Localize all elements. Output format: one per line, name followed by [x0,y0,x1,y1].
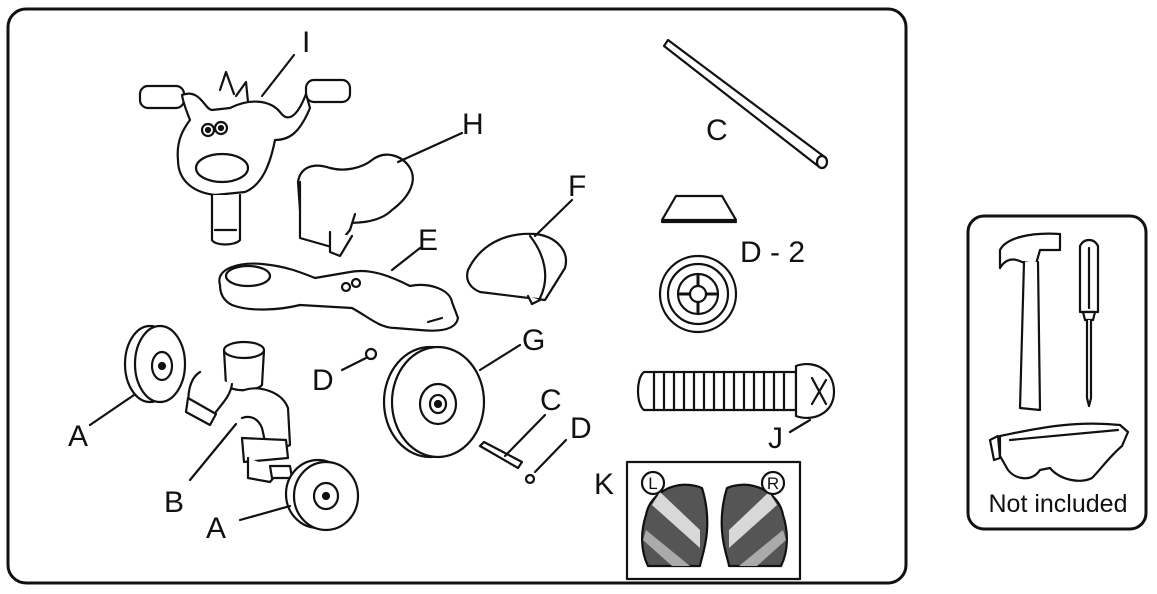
frame-nut-part-d [340,347,378,372]
label-k: K [594,468,614,501]
axle-nut-part-d [524,438,568,485]
safety-glasses-icon [988,422,1130,482]
label-a-bottom: A [206,512,226,545]
handlebar-head-part-i [138,53,352,246]
not-included-note: Not included [989,490,1128,518]
cover-part-f [466,198,574,306]
label-c-axle: C [540,384,562,417]
bolt-part-j [636,362,836,434]
body-frame-part-e [218,246,460,332]
label-i: I [302,26,310,59]
rear-axle-frame-part-b [184,340,294,484]
decals-part-k [625,460,802,581]
label-e: E [418,224,438,257]
label-a-left: A [68,420,88,453]
front-wheel-part-g [382,343,522,459]
label-d-nut: D [312,364,334,397]
decal-left-letter: L [648,474,657,493]
label-d-axle: D [570,412,592,445]
screwdriver-icon [1078,238,1100,408]
main-parts-frame [6,7,908,585]
label-j: J [768,422,783,455]
axle-part-c [478,413,547,470]
label-g: G [522,324,545,357]
label-b: B [164,486,184,519]
rod-part-c [662,38,829,170]
label-d2: D - 2 [740,236,805,269]
rear-wheel-part-a-left [88,324,187,427]
label-h: H [462,108,484,141]
hammer-icon [998,232,1062,412]
label-c-rod: C [706,114,728,147]
seat-part-h [296,131,464,258]
label-f: F [568,170,586,203]
rear-wheel-part-a-bottom [238,458,360,532]
tools-frame [966,214,1148,531]
decal-right-letter: R [767,474,779,493]
cap-and-push-nut-part-d2 [658,194,738,334]
